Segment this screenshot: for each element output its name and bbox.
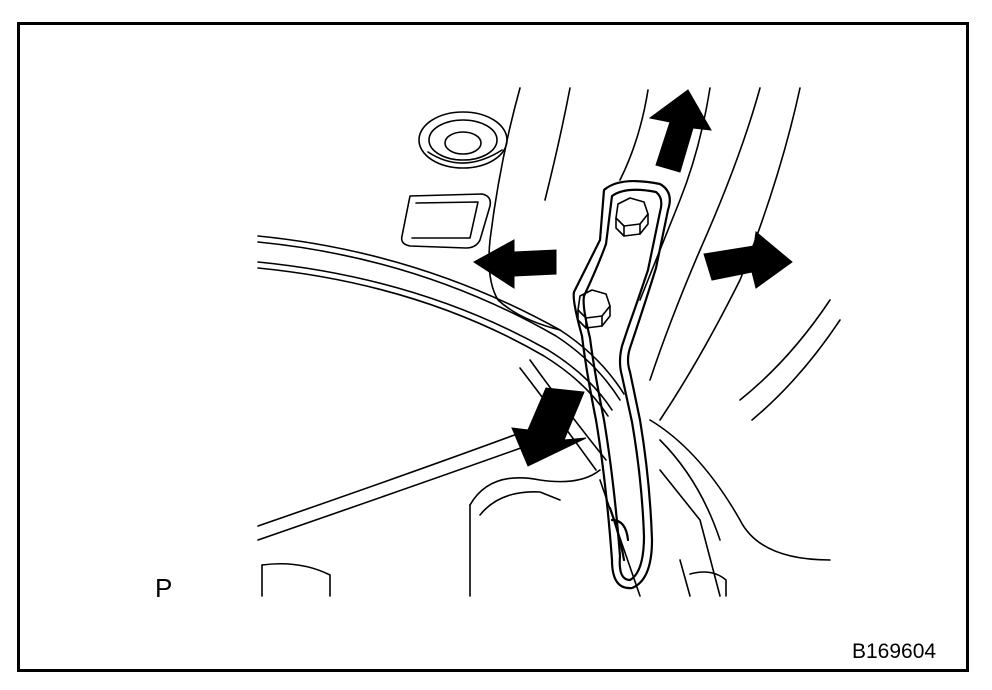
figure-code: B169604 [852,640,937,663]
body-hole [400,193,492,249]
hood-hinge-bracket[interactable] [572,179,671,590]
hood-panel-lines [257,235,625,417]
body-panel-lines [257,359,607,541]
upper-bolt[interactable] [615,197,649,237]
grommet [418,111,508,169]
hood-frame [488,87,841,421]
up-arrow-icon [648,89,712,173]
view-letter: P [155,573,173,603]
right-arrow-icon [703,231,793,289]
lower-bolt[interactable] [577,289,611,329]
left-arrow-icon [473,239,557,289]
down-left-arrow-icon [511,387,587,467]
